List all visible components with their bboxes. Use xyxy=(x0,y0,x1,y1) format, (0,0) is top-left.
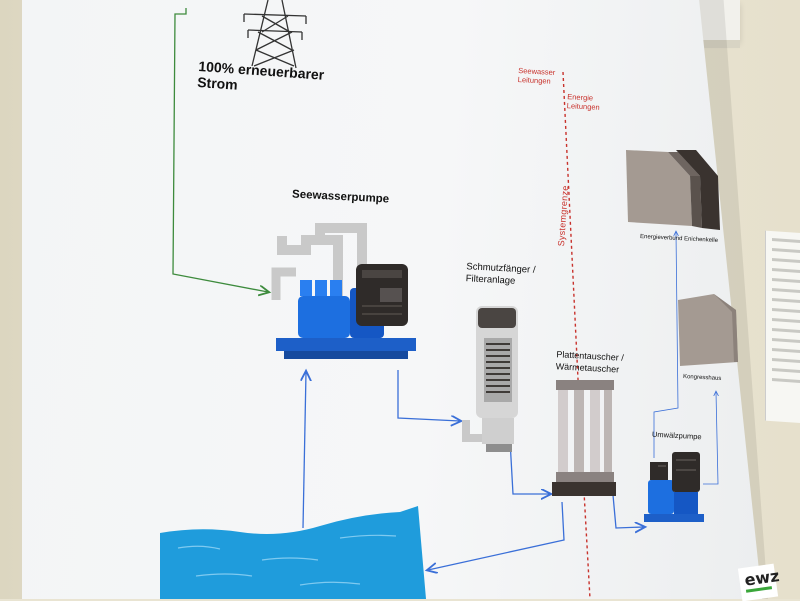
heat-exchanger-label: Plattentauscher / Wärmetauscher xyxy=(555,349,625,375)
ewz-logo: ewz xyxy=(737,563,781,601)
filter-unit-icon xyxy=(462,306,518,452)
filter-label: Schmutzfänger / Filteranlage xyxy=(465,261,536,287)
ewz-logo-text: ewz xyxy=(743,566,781,590)
energy-supply-lines xyxy=(653,232,718,485)
power-line xyxy=(172,8,268,292)
lake-water xyxy=(160,506,426,599)
seawater-pump-icon xyxy=(271,223,416,359)
wall-shelf-edge xyxy=(680,40,740,48)
energy-lines-label: Energie Leitungen xyxy=(566,92,600,112)
circulation-pump-icon xyxy=(644,452,704,522)
system-boundary-line xyxy=(562,71,591,599)
heat-exchanger-icon xyxy=(552,380,616,496)
energy-network-buildings-icon xyxy=(626,150,720,230)
power-pylon-icon xyxy=(243,0,307,69)
congress-house-icon xyxy=(678,294,738,366)
water-flow-lines xyxy=(303,370,644,570)
seawater-lines-label: Seewasser Leitungen xyxy=(517,66,556,86)
